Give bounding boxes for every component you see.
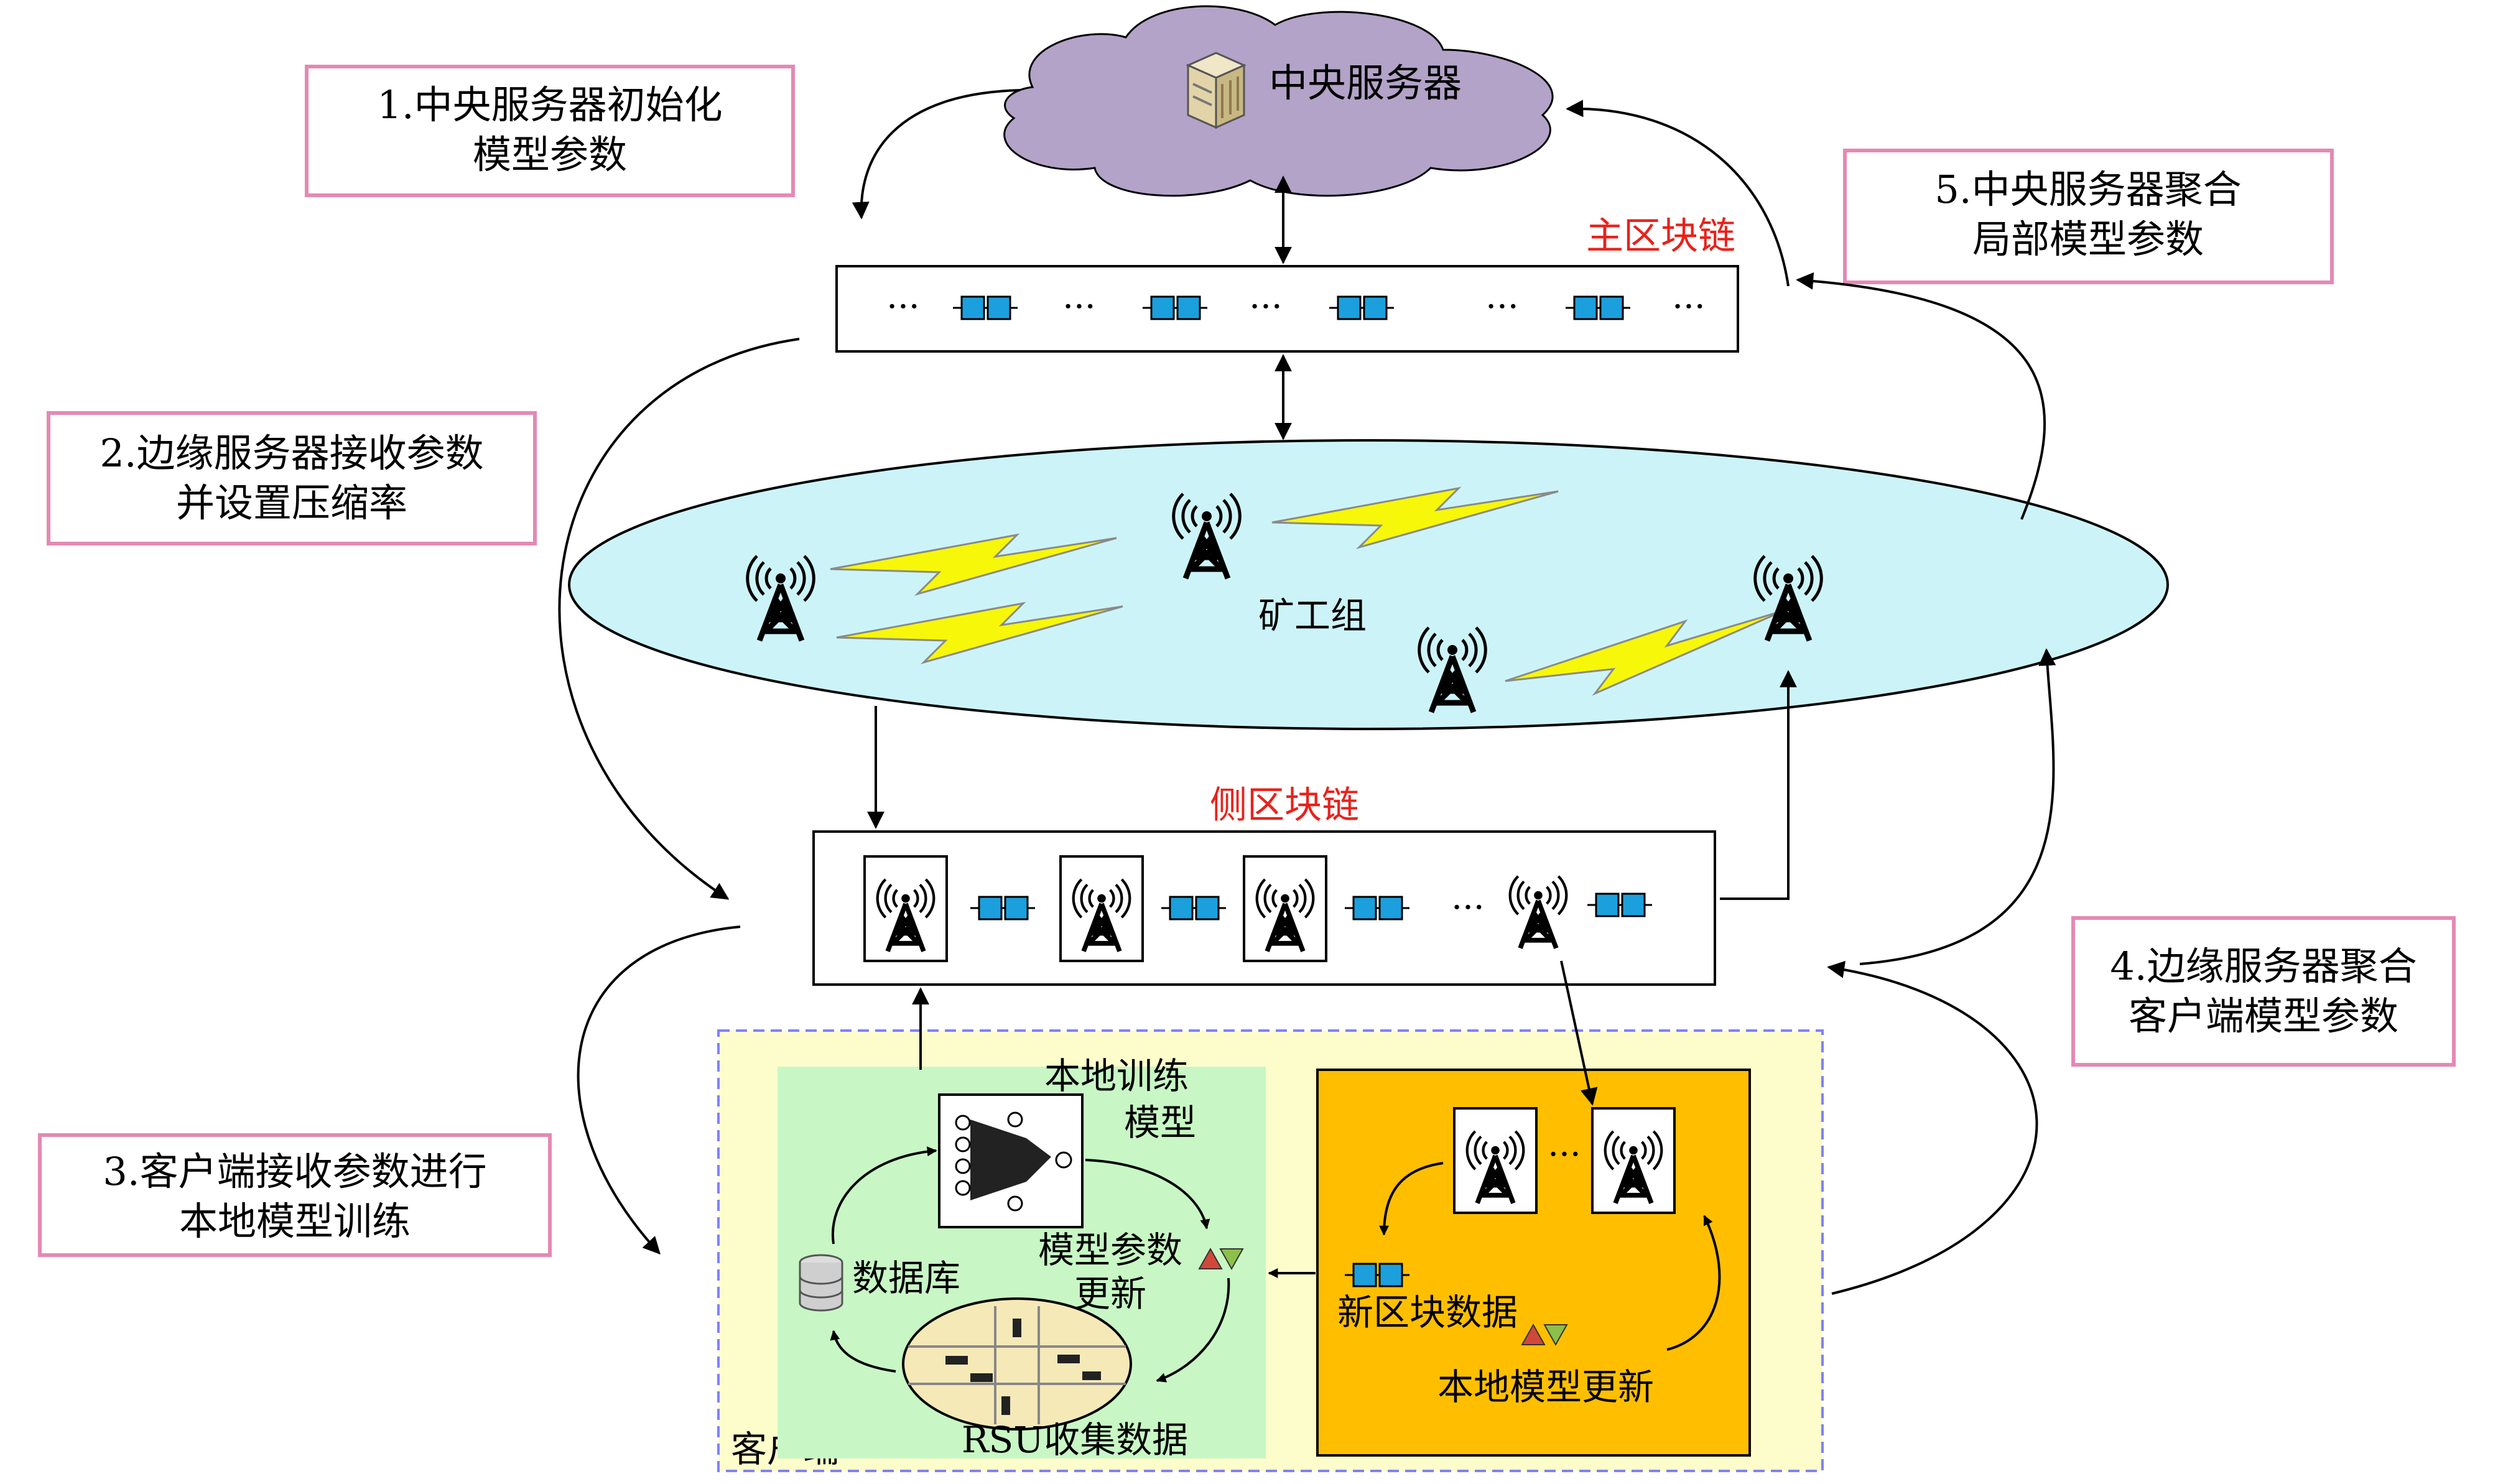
database-icon	[799, 1254, 843, 1312]
main-blockchain: 主区块链 ··· ··· ··· ··· ···	[835, 215, 1739, 353]
step-4-arrow-in	[1827, 960, 2038, 1295]
step-5-box: 5.中央服务器聚合 局部模型参数	[1843, 149, 2334, 284]
rsu-label: RSU收集数据	[962, 1419, 1188, 1461]
ellipsis: ···	[1548, 1134, 1581, 1175]
side-blockchain: 侧区块链 ···	[812, 784, 1716, 986]
local-training-line1: 本地训练	[1044, 1055, 1189, 1097]
step-3-arrow	[577, 925, 741, 1255]
sidechain-to-client-arrow	[1560, 960, 1598, 1106]
cycle-arrow	[831, 1146, 937, 1245]
step-5-line2: 局部模型参数	[1972, 216, 2204, 262]
local-training-line2: 模型	[1124, 1101, 1196, 1144]
step-1-box: 1.中央服务器初始化 模型参数	[305, 65, 795, 197]
step-5-arrow-server	[1566, 100, 1790, 287]
param-update-line2: 更新	[1074, 1273, 1146, 1315]
step-1-line1: 1.中央服务器初始化	[377, 82, 722, 128]
server-icon	[1186, 52, 1247, 129]
step-2-line1: 2.边缘服务器接收参数	[100, 430, 483, 476]
ellipsis: ···	[1249, 287, 1282, 327]
param-update-line1: 模型参数	[1038, 1229, 1182, 1271]
step-2-arrow	[558, 338, 800, 900]
central-server-cloud: 中央服务器	[1003, 5, 1554, 197]
update-triangles-icon	[1198, 1247, 1244, 1271]
sidechain-to-miner-arrow	[1720, 670, 1797, 900]
step-5-line1: 5.中央服务器聚合	[1934, 167, 2241, 212]
server-label: 中央服务器	[1269, 60, 1462, 106]
cycle-arrow	[1085, 1159, 1210, 1230]
flow-arrow	[1379, 1162, 1444, 1236]
cycle-arrow	[1156, 1278, 1230, 1383]
rsu-intersection-icon	[902, 1297, 1132, 1431]
step-4-box: 4.边缘服务器聚合 客户端模型参数	[2071, 916, 2456, 1067]
step-4-line2: 客户端模型参数	[2129, 993, 2398, 1039]
ellipsis: ···	[886, 287, 919, 327]
step-4-line1: 4.边缘服务器聚合	[2110, 944, 2417, 989]
cycle-arrow	[830, 1330, 896, 1373]
miner-group: 矿工组	[568, 439, 2169, 730]
client-area: 客户端 本地训练 模型 模型参数 更新 数据库	[717, 1029, 1824, 1472]
new-block-label: 新区块数据	[1337, 1291, 1518, 1333]
update-triangles-icon	[1521, 1323, 1568, 1347]
neural-network-icon	[938, 1093, 1084, 1228]
step-1-line2: 模型参数	[473, 132, 627, 177]
main-chain-label: 主区块链	[1586, 215, 1735, 258]
side-chain-label: 侧区块链	[1210, 784, 1359, 827]
ellipsis: ···	[1062, 287, 1095, 327]
step-3-line1: 3.客户端接收参数进行	[103, 1149, 486, 1194]
step-3-line2: 本地模型训练	[179, 1199, 411, 1244]
step-4-arrow-out	[1859, 648, 2056, 965]
database-label: 数据库	[852, 1257, 960, 1299]
step-3-box: 3.客户端接收参数进行 本地模型训练	[38, 1133, 552, 1257]
step-5-arrow-up	[1796, 272, 2046, 520]
miner-group-label: 矿工组	[1258, 595, 1367, 637]
ellipsis: ···	[1485, 287, 1518, 327]
local-update-label: 本地模型更新	[1437, 1366, 1654, 1408]
step-2-line2: 并设置压缩率	[176, 480, 407, 526]
flow-arrow	[1666, 1215, 1721, 1351]
ellipsis: ···	[1451, 888, 1484, 928]
step-2-box: 2.边缘服务器接收参数 并设置压缩率	[47, 411, 537, 545]
step-1-arrow	[852, 89, 1021, 220]
ellipsis: ···	[1672, 287, 1705, 327]
